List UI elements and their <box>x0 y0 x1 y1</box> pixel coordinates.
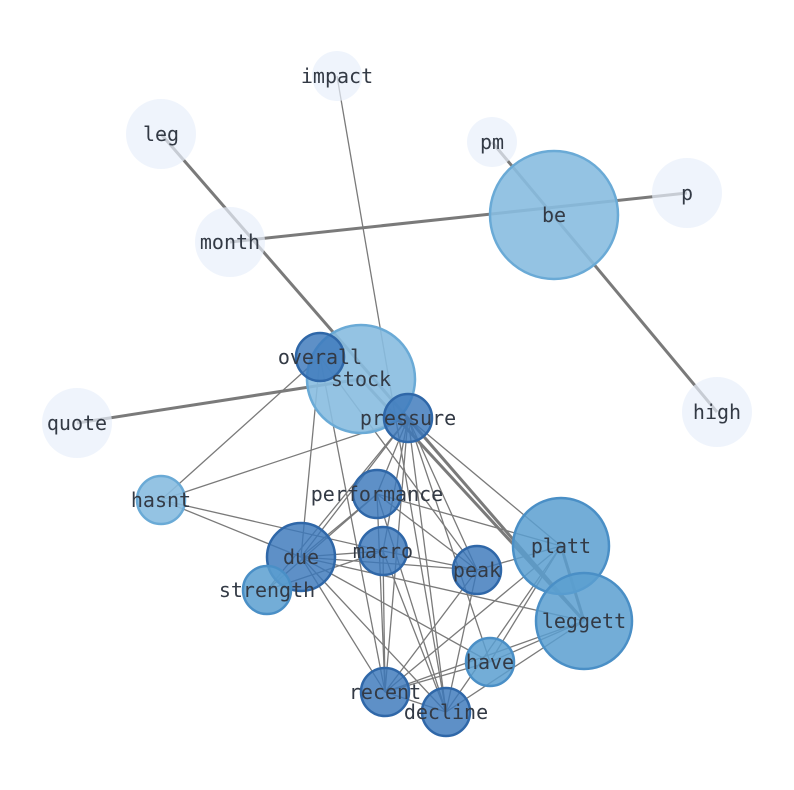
node-circle-overall <box>294 331 346 383</box>
node-label-have: have <box>466 650 514 674</box>
node-pm <box>467 117 517 167</box>
node-high <box>682 377 752 447</box>
edge-peak-recent <box>384 569 478 693</box>
node-label-decline: decline <box>404 700 488 724</box>
node-label-peak: peak <box>453 558 501 582</box>
edge-pressure-have <box>407 417 491 663</box>
node-label-strength: strength <box>219 578 315 602</box>
edge-pressure-peak <box>407 417 478 571</box>
node-leggett <box>534 571 634 671</box>
node-circle-peak <box>451 544 503 596</box>
node-circle-p <box>652 158 722 228</box>
node-performance <box>351 468 403 520</box>
edge-due-have <box>300 556 491 663</box>
node-label-month: month <box>200 230 260 254</box>
node-circle-pm <box>467 117 517 167</box>
node-circle-hasnt <box>135 474 187 526</box>
node-recent <box>359 666 411 718</box>
node-circle-high <box>682 377 752 447</box>
node-circle-strength <box>241 564 293 616</box>
node-label-hasnt: hasnt <box>131 488 191 512</box>
node-label-due: due <box>283 545 319 569</box>
node-label-pressure: pressure <box>360 406 456 430</box>
node-hasnt <box>135 474 187 526</box>
node-circle-decline <box>420 686 472 738</box>
node-circle-recent <box>359 666 411 718</box>
node-circle-leg <box>126 99 196 169</box>
node-label-quote: quote <box>47 411 107 435</box>
node-circle-macro <box>357 525 409 577</box>
node-impact <box>312 51 362 101</box>
node-label-be: be <box>542 203 566 227</box>
node-label-pm: pm <box>480 130 504 154</box>
node-p <box>652 158 722 228</box>
node-macro <box>357 525 409 577</box>
node-label-impact: impact <box>301 64 373 88</box>
node-pressure <box>382 392 434 444</box>
node-leg <box>126 99 196 169</box>
node-be <box>488 149 620 281</box>
edge-overall-hasnt <box>160 356 321 501</box>
node-month <box>195 207 265 277</box>
node-label-p: p <box>681 181 693 205</box>
node-circle-be <box>488 149 620 281</box>
node-label-overall: overall <box>278 345 362 369</box>
node-circle-performance <box>351 468 403 520</box>
node-label-stock: stock <box>331 367 391 391</box>
node-label-leg: leg <box>143 122 179 146</box>
node-have <box>464 636 516 688</box>
node-label-macro: macro <box>353 539 413 563</box>
node-circle-pressure <box>382 392 434 444</box>
node-label-high: high <box>693 400 741 424</box>
edge-macro-decline <box>382 550 447 713</box>
node-circle-leggett <box>534 571 634 671</box>
node-overall <box>294 331 346 383</box>
node-circle-impact <box>312 51 362 101</box>
edge-hasnt-macro <box>160 499 384 552</box>
node-label-platt: platt <box>531 534 591 558</box>
edge-pressure-decline <box>407 417 447 713</box>
node-quote <box>42 388 112 458</box>
node-decline <box>420 686 472 738</box>
node-circle-month <box>195 207 265 277</box>
node-label-performance: performance <box>311 482 443 506</box>
edge-due-decline <box>300 556 447 713</box>
node-label-recent: recent <box>349 680 421 704</box>
node-strength <box>241 564 293 616</box>
node-circle-have <box>464 636 516 688</box>
node-label-leggett: leggett <box>542 609 626 633</box>
node-peak <box>451 544 503 596</box>
node-circle-quote <box>42 388 112 458</box>
